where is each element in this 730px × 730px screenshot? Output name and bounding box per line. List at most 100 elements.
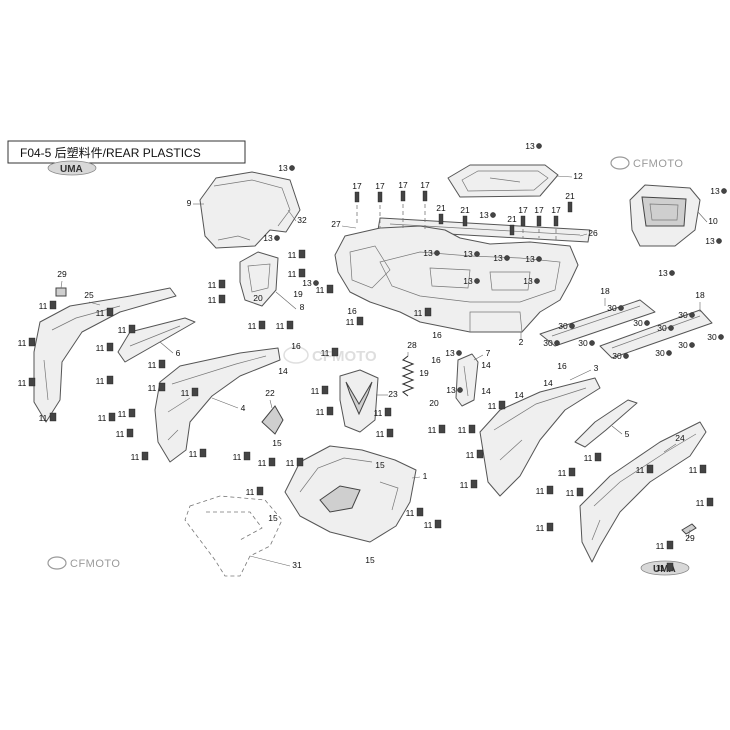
clip-fastener-icon	[498, 400, 506, 410]
clip-fastener-icon	[476, 449, 484, 459]
callout-label: 30	[657, 323, 667, 333]
callout-label: 9	[187, 198, 192, 208]
bolt-fastener-icon	[438, 213, 444, 225]
callout-label: 11	[258, 458, 267, 468]
nut-fastener-icon	[474, 278, 480, 284]
clip-fastener-icon	[424, 307, 432, 317]
callout-label: 11	[39, 413, 48, 423]
callout-label: 17	[420, 180, 430, 190]
title-box: F04-5 后塑料件/REAR PLASTICS	[7, 140, 246, 164]
callout-label: 13	[423, 248, 433, 258]
uma-logo-oval	[47, 160, 97, 176]
nut-fastener-icon	[534, 278, 540, 284]
callout-label: 20	[253, 293, 263, 303]
clip-fastener-icon	[128, 408, 136, 418]
callout-label: 1	[423, 471, 428, 481]
clip-fastener-icon	[158, 382, 166, 392]
clip-fastener-icon	[434, 519, 442, 529]
watermark-icon	[283, 346, 309, 364]
callout-label: 2	[519, 337, 524, 347]
part-6-left-strip	[117, 317, 196, 363]
cfmoto-logo-top: CFMOTO	[610, 156, 683, 170]
bolt-fastener-icon	[567, 201, 573, 213]
callout-label: 31	[292, 560, 302, 570]
callout-label: 17	[398, 180, 408, 190]
callout-label: 11	[406, 508, 415, 518]
part-7-bracket	[455, 353, 479, 407]
callout-label: 11	[558, 468, 567, 478]
callout-label: 32	[297, 215, 307, 225]
nut-fastener-icon	[721, 188, 727, 194]
part-3-right-side-panel	[479, 377, 601, 497]
callout-label: 13	[463, 249, 473, 259]
bolt-fastener-icon	[553, 215, 559, 227]
title-frame	[7, 140, 246, 164]
cfmoto-logo-icon	[610, 156, 630, 170]
callout-label: 11	[118, 325, 127, 335]
callout-label: 18	[600, 286, 610, 296]
callout-label: 28	[407, 340, 417, 350]
nut-fastener-icon	[554, 340, 560, 346]
uma-logo-text: UMA	[60, 164, 83, 175]
callout-label: 30	[558, 321, 568, 331]
clip-fastener-icon	[258, 320, 266, 330]
clip-fastener-icon	[126, 428, 134, 438]
clip-fastener-icon	[331, 347, 339, 357]
clip-fastener-icon	[699, 464, 707, 474]
callout-label: 11	[288, 269, 297, 279]
callout-label: 7	[486, 348, 491, 358]
clip-fastener-icon	[49, 300, 57, 310]
nut-fastener-icon	[274, 235, 280, 241]
diagram-title: F04-5 后塑料件/REAR PLASTICS	[20, 145, 201, 160]
leader-lines	[60, 175, 708, 567]
part-18-footboard-right	[599, 309, 713, 359]
callout-label: 17	[551, 205, 561, 215]
callout-label: 11	[460, 480, 469, 490]
bolt-fastener-icon	[422, 190, 428, 202]
clip-fastener-icon	[199, 448, 207, 458]
callout-label: 11	[288, 250, 297, 260]
uma-logo-bottom: UMA	[640, 560, 690, 576]
clip-fastener-icon	[128, 324, 136, 334]
part-29-tab-left	[55, 287, 67, 297]
clip-fastener-icon	[384, 407, 392, 417]
callout-label: 21	[460, 205, 470, 215]
clip-fastener-icon	[321, 385, 329, 395]
nut-fastener-icon	[668, 325, 674, 331]
nut-fastener-icon	[689, 342, 695, 348]
cfmoto-logo-text: CFMOTO	[633, 158, 683, 170]
callout-label: 11	[18, 338, 27, 348]
callout-label: 21	[507, 214, 517, 224]
clip-fastener-icon	[576, 487, 584, 497]
callout-label: 30	[612, 351, 622, 361]
part-10-housing	[629, 184, 701, 247]
callout-label: 6	[176, 348, 181, 358]
callout-label: 12	[573, 171, 583, 181]
part-1-bottom-panel	[284, 445, 417, 543]
bolt-fastener-icon	[536, 215, 542, 227]
clip-fastener-icon	[268, 457, 276, 467]
clip-fastener-icon	[386, 428, 394, 438]
callout-label: 13	[445, 348, 455, 358]
callout-label: 11	[321, 348, 330, 358]
callout-label: 30	[678, 310, 688, 320]
clip-fastener-icon	[546, 485, 554, 495]
cfmoto-logo-text: CFMOTO	[70, 558, 120, 570]
callout-label: 13	[525, 254, 535, 264]
callout-label: 8	[300, 302, 305, 312]
callout-label: 11	[584, 453, 593, 463]
bolt-fastener-icon	[400, 190, 406, 202]
part-25-left-fender	[33, 287, 177, 423]
callout-label: 11	[208, 280, 217, 290]
clip-fastener-icon	[666, 562, 674, 572]
uma-logo-text: UMA	[653, 564, 676, 575]
clip-fastener-icon	[218, 279, 226, 289]
callout-label: 13	[523, 276, 533, 286]
callout-label: 15	[365, 555, 375, 565]
callout-label: 23	[388, 389, 398, 399]
part-29-tab-right	[681, 523, 697, 535]
clip-fastener-icon	[326, 284, 334, 294]
callout-label: 13	[278, 163, 288, 173]
nut-fastener-icon	[434, 250, 440, 256]
